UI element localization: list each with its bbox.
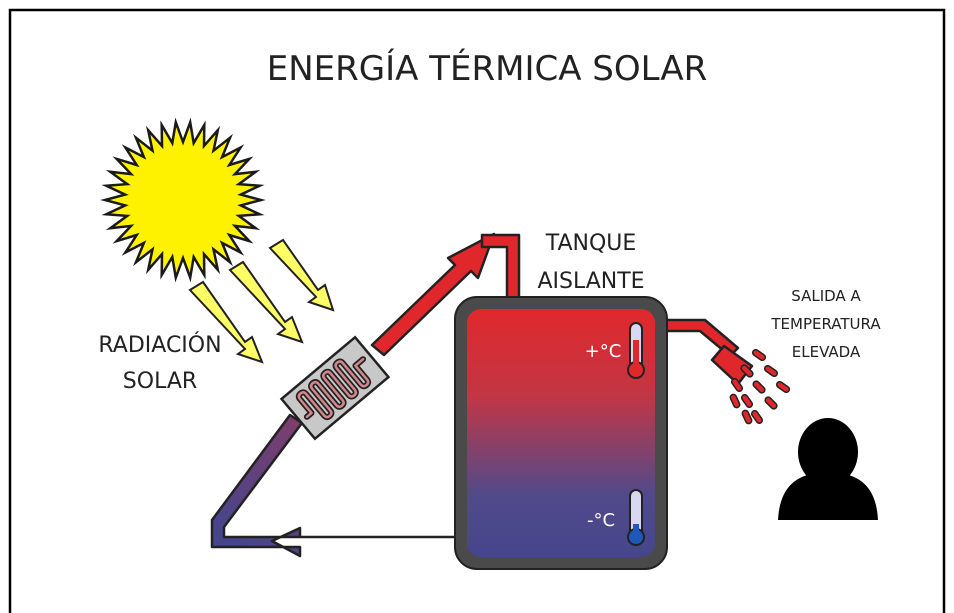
outlet-label-line2: TEMPERATURA (770, 315, 881, 333)
diagram-border (8, 8, 946, 613)
cold-return-pipe (210, 413, 470, 558)
radiation-label-line2: SOLAR (123, 369, 197, 394)
tank-label-line2: AISLANTE (537, 269, 644, 294)
sun-icon (100, 117, 266, 283)
radiation-label-line1: RADIACIÓN (98, 332, 221, 358)
outlet-label-line1: SALIDA A (791, 287, 861, 305)
insulated-tank-icon (454, 296, 668, 570)
outlet-label-line3: ELEVADA (792, 343, 861, 361)
thermometer-hot-icon (627, 322, 645, 379)
solar-collector-icon (279, 335, 391, 441)
radiation-arrow-2 (228, 260, 304, 344)
hot-supply-pipe (370, 232, 496, 357)
cold-temperature-label: -°C (587, 510, 615, 531)
shower-head-icon (710, 344, 791, 425)
diagram-title: ENERGÍA TÉRMICA SOLAR (267, 48, 707, 89)
radiation-arrow-1 (188, 280, 264, 364)
person-icon (778, 418, 878, 520)
tank-label-line1: TANQUE (545, 231, 637, 256)
radiation-arrows (188, 238, 335, 364)
thermometer-cold-icon (627, 489, 645, 546)
radiation-arrow-3 (268, 238, 335, 312)
hot-temperature-label: +°C (585, 341, 622, 362)
